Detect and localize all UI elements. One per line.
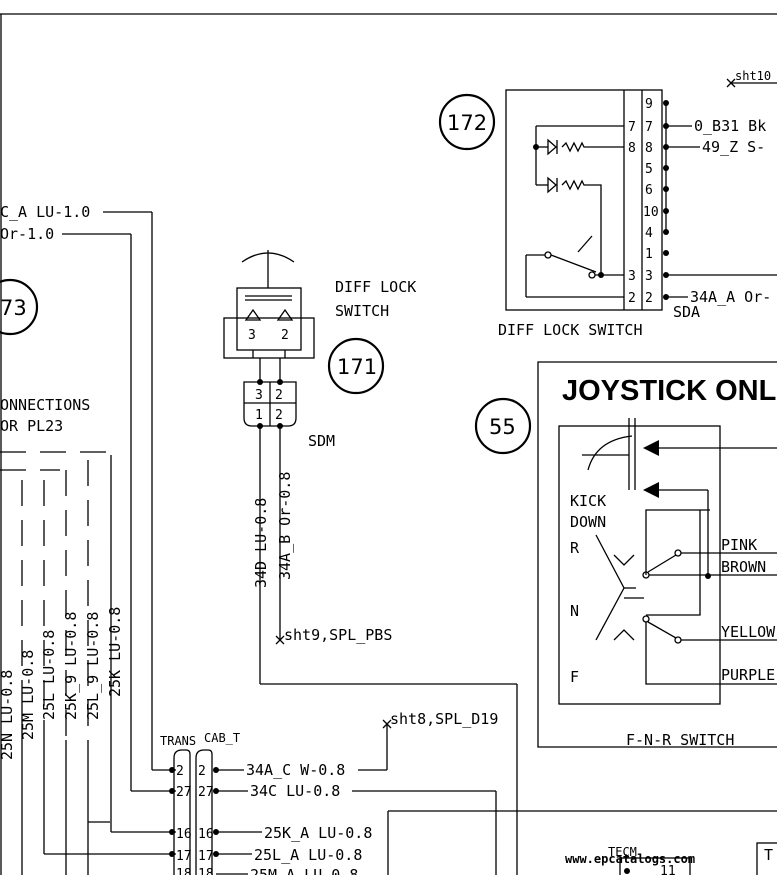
wire-label-25l-9: 25L_9 LU-0.8 — [84, 612, 102, 720]
sda-pin-3: 3 — [645, 269, 653, 284]
sda-pin-2: 2 — [645, 291, 653, 306]
cab-pin-2: 2 — [198, 764, 206, 779]
cab-pin-27: 27 — [198, 785, 214, 800]
fnr-switch-label: F-N-R SWITCH — [626, 731, 734, 749]
cross-ref-spl-pbs: sht9,SPL_PBS — [284, 626, 392, 644]
trans-pin-17: 17 — [176, 849, 192, 864]
connector-sda-label: SDA — [673, 303, 700, 321]
connector-tecm-label: TECM — [608, 845, 637, 859]
wire-label-25l: 25L LU-0.8 — [40, 630, 58, 720]
trans-pin-27: 27 — [176, 785, 192, 800]
wire-label-or: Or-1.0 — [0, 225, 54, 243]
wire-label-0-b31: 0_B31 Bk — [694, 117, 766, 135]
sda-inner-pin-7: 7 — [628, 120, 636, 135]
wire-label-49-z: 49_Z S- — [702, 138, 765, 156]
wire-label-25k-9: 25K_9 LU-0.8 — [62, 612, 80, 720]
switch-171-pin-2: 2 — [281, 328, 289, 343]
wire-label-25k-a: 25K_A LU-0.8 — [264, 824, 372, 842]
trans-cab-connectors: TRANS CAB_T 2 27 16 17 18 2 27 16 17 18 … — [160, 710, 777, 875]
sdm-pin-1: 1 — [255, 408, 263, 423]
wire-label-34a-c: 34A_C W-0.8 — [246, 761, 345, 779]
watermark: www.epcatalogs.com — [565, 852, 695, 866]
sda-pin-5: 5 — [645, 162, 653, 177]
sda-pin-10: 10 — [643, 205, 659, 220]
position-f: F — [570, 668, 579, 686]
joystick-outer-frame — [537, 361, 777, 748]
switch-172-body — [505, 89, 663, 311]
trans-pin-16: 16 — [176, 827, 192, 842]
joystick-section: 55 JOYSTICK ONL KICK DOWN R N F — [474, 361, 777, 749]
sdm-pin-2-bottom: 2 — [275, 408, 283, 423]
sda-pin-8: 8 — [645, 141, 653, 156]
trans-pin-18: 18 — [176, 867, 192, 875]
sda-inner-pin-2: 2 — [628, 291, 636, 306]
wire-label-34a-a: 34A_A Or- — [690, 288, 771, 306]
connector-sdm — [243, 381, 297, 427]
fnr-switch-body — [558, 425, 721, 705]
bubble-73 — [0, 278, 39, 336]
left-edge-wiring: C_A LU-1.0 Or-1.0 73 ONNECTIONS OR PL23 … — [0, 203, 176, 875]
connector-t-label: T — [764, 846, 773, 864]
sda-pin-7: 7 — [645, 120, 653, 135]
cab-pin-17: 17 — [198, 849, 214, 864]
kick-down-line-1: KICK — [570, 492, 606, 510]
wire-color-purple: PURPLE — [721, 666, 775, 684]
wire-color-pink: PINK — [721, 536, 757, 554]
cross-ref-sht10: sht10 — [726, 69, 777, 88]
sda-inner-pin-3: 3 — [628, 269, 636, 284]
sda-pin-1: 1 — [645, 247, 653, 262]
connector-sdm-label: SDM — [308, 432, 335, 450]
trans-pin-2: 2 — [176, 764, 184, 779]
tecm-pin-11: 11 — [660, 864, 676, 875]
bubble-55-label: 55 — [489, 415, 516, 439]
cross-ref-spl-d19: sht8,SPL_D19 — [390, 710, 498, 728]
wire-label-25m-a: 25M_A LU-0.8 — [250, 866, 358, 875]
sdm-pin-2-top: 2 — [275, 388, 283, 403]
wire-label-34d: 34D LU-0.8 — [252, 498, 270, 588]
wire-label-c-a-lu: C_A LU-1.0 — [0, 203, 90, 221]
bubble-73-label: 73 — [0, 296, 27, 320]
wire-label-25m: 25M LU-0.8 — [19, 650, 37, 740]
wire-label-25l-a: 25L_A LU-0.8 — [254, 846, 362, 864]
wire-color-yellow: YELLOW — [721, 623, 776, 641]
cab-pin-16: 16 — [198, 827, 214, 842]
connector-trans-label: TRANS — [160, 734, 196, 748]
bubble-171-label: 171 — [337, 355, 377, 379]
diff-lock-switch-title-2: SWITCH — [335, 302, 389, 320]
wire-label-25n: 25N LU-0.8 — [0, 670, 16, 760]
sda-pin-9: 9 — [645, 97, 653, 112]
bubble-171 — [327, 337, 385, 395]
sda-pin-4: 4 — [645, 226, 653, 241]
diff-lock-switch-title-1: DIFF LOCK — [335, 278, 416, 296]
cross-ref-sht10-label: sht10 — [735, 69, 771, 83]
wire-label-25k: 25K LU-0.8 — [106, 607, 124, 697]
kick-down-line-2: DOWN — [570, 513, 606, 531]
sdm-pin-3: 3 — [255, 388, 263, 403]
bubble-172 — [438, 93, 496, 151]
wire-color-brown: BROWN — [721, 558, 766, 576]
note-or-pl23: OR PL23 — [0, 417, 63, 435]
diff-lock-switch-172-label: DIFF LOCK SWITCH — [498, 321, 643, 339]
note-connections: ONNECTIONS — [0, 396, 90, 414]
sda-pin-6: 6 — [645, 183, 653, 198]
wire-label-34c: 34C LU-0.8 — [250, 782, 340, 800]
joystick-banner: JOYSTICK ONL — [562, 375, 776, 407]
switch-body-171 — [236, 287, 302, 351]
switch-171-pin-3: 3 — [248, 328, 256, 343]
diff-lock-switch-172: 172 7 8 3 2 9 7 8 5 6 10 4 1 3 2 — [438, 89, 777, 339]
sda-inner-pin-8: 8 — [628, 141, 636, 156]
bubble-55 — [474, 397, 532, 455]
position-r: R — [570, 539, 580, 557]
connector-cab-t-label: CAB_T — [204, 731, 240, 745]
diff-lock-switch-171: 3 2 DIFF LOCK SWITCH 171 3 2 1 2 SDM 34D… — [223, 250, 518, 875]
cab-pin-18: 18 — [198, 867, 214, 875]
position-n: N — [570, 602, 579, 620]
wire-label-34a-b: 34A_B Or-0.8 — [276, 472, 294, 580]
bubble-172-label: 172 — [447, 111, 487, 135]
